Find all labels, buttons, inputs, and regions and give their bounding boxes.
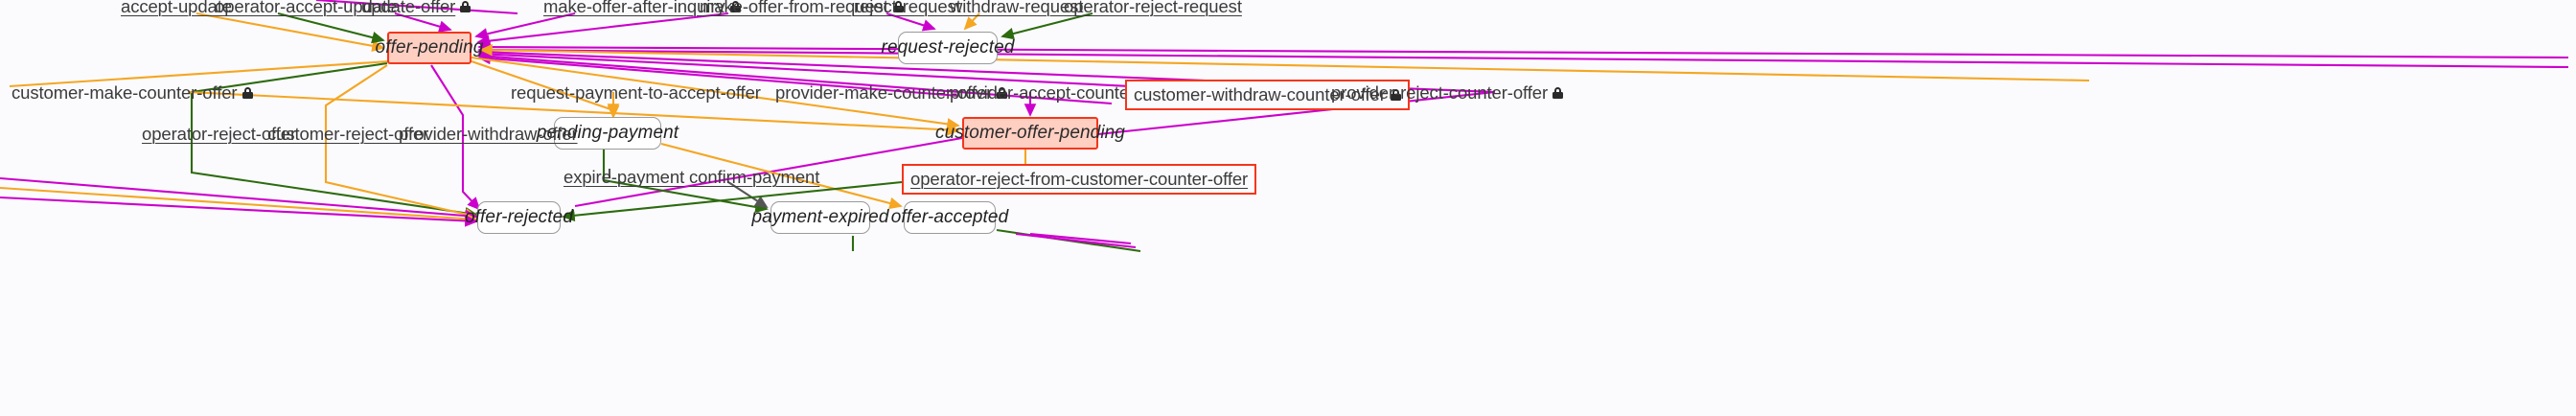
- state-label: offer-rejected: [465, 207, 573, 227]
- label-text: customer-make-counter-offer: [12, 82, 238, 103]
- label-text: operator-reject-offer: [142, 124, 297, 144]
- state-label: offer-pending: [375, 37, 484, 58]
- state-node-offer-accepted[interactable]: offer-accepted: [891, 201, 1008, 234]
- transition-label-customer-withdraw-counter-offer[interactable]: customer-withdraw-counter-offer: [1125, 80, 1410, 110]
- transition-label-provider-accept-counter-offer[interactable]: provider-accept-counter-offer: [950, 82, 1175, 104]
- transition-label-reject-request[interactable]: reject-request: [854, 0, 961, 17]
- lock-icon: [1552, 87, 1564, 99]
- transition-label-customer-make-counter-offer[interactable]: customer-make-counter-offer: [12, 82, 253, 104]
- state-label: pending-payment: [536, 123, 679, 143]
- lock-icon: [242, 87, 253, 99]
- state-label: customer-offer-pending: [935, 123, 1125, 143]
- lock-icon: [729, 1, 741, 12]
- transition-label-operator-reject-offer[interactable]: operator-reject-offer: [142, 124, 296, 145]
- label-text: provider-reject-counter-offer: [1331, 82, 1549, 103]
- transition-label-operator-accept-update[interactable]: operator-accept-update: [215, 0, 397, 17]
- state-label: payment-expired: [751, 207, 889, 227]
- label-text: expire-payment: [564, 167, 685, 187]
- label-text: update-offer: [361, 0, 456, 16]
- transition-label-provider-withdraw-offer[interactable]: provider-withdraw-offer: [399, 124, 578, 145]
- lock-icon: [1390, 89, 1401, 101]
- state-node-payment-expired[interactable]: payment-expired: [751, 201, 888, 234]
- transition-label-expire-payment[interactable]: expire-payment: [564, 167, 684, 188]
- state-node-request-rejected[interactable]: request-rejected: [882, 32, 1014, 64]
- transition-label-provider-make-counter-offer[interactable]: provider-make-counter-offer: [775, 82, 1008, 104]
- label-text: provider-accept-counter-offer: [950, 82, 1176, 103]
- transition-label-operator-reject-from-customer-counter-offer[interactable]: operator-reject-from-customer-counter-of…: [902, 164, 1257, 195]
- transition-label-confirm-payment[interactable]: confirm-payment: [689, 167, 819, 188]
- label-text: make-offer-after-inquiry: [543, 0, 725, 16]
- state-label: request-rejected: [881, 37, 1015, 58]
- label-text: operator-accept-update: [215, 0, 398, 16]
- label-text: operator-reject-from-customer-counter-of…: [910, 169, 1249, 189]
- transition-label-operator-reject-request[interactable]: operator-reject-request: [1064, 0, 1242, 17]
- state-node-offer-rejected[interactable]: offer-rejected: [465, 201, 573, 234]
- state-node-customer-offer-pending[interactable]: customer-offer-pending: [935, 117, 1125, 150]
- state-label: offer-accepted: [890, 207, 1009, 227]
- label-text: operator-reject-request: [1064, 0, 1242, 16]
- state-node-offer-pending[interactable]: offer-pending: [376, 32, 483, 64]
- lock-icon: [892, 1, 904, 12]
- transition-label-provider-reject-counter-offer[interactable]: provider-reject-counter-offer: [1331, 82, 1564, 104]
- label-text: provider-withdraw-offer: [399, 124, 578, 144]
- label-text: customer-withdraw-counter-offer: [1134, 84, 1386, 104]
- transition-label-update-offer[interactable]: update-offer: [361, 0, 472, 17]
- transition-label-make-offer-from-request[interactable]: make-offer-from-request: [700, 0, 904, 17]
- label-text: reject-request: [854, 0, 961, 16]
- transition-label-customer-reject-offer[interactable]: customer-reject-offer: [267, 124, 428, 145]
- label-text: customer-reject-offer: [267, 124, 429, 144]
- lock-icon: [997, 87, 1008, 99]
- label-text: make-offer-from-request: [700, 0, 888, 16]
- label-text: confirm-payment: [689, 167, 820, 187]
- label-text: provider-make-counter-offer: [775, 82, 993, 103]
- label-text: accept-update: [121, 0, 232, 16]
- lock-icon: [460, 1, 472, 12]
- transition-label-make-offer-after-inquiry[interactable]: make-offer-after-inquiry: [543, 0, 741, 17]
- transition-label-request-payment-to-accept-offer[interactable]: request-payment-to-accept-offer: [511, 82, 761, 104]
- transition-label-accept-update[interactable]: accept-update: [121, 0, 232, 17]
- label-text: withdraw-request: [950, 0, 1084, 16]
- transition-label-withdraw-request[interactable]: withdraw-request: [950, 0, 1083, 17]
- label-text: request-payment-to-accept-offer: [511, 82, 761, 103]
- state-node-pending-payment[interactable]: pending-payment: [537, 117, 678, 150]
